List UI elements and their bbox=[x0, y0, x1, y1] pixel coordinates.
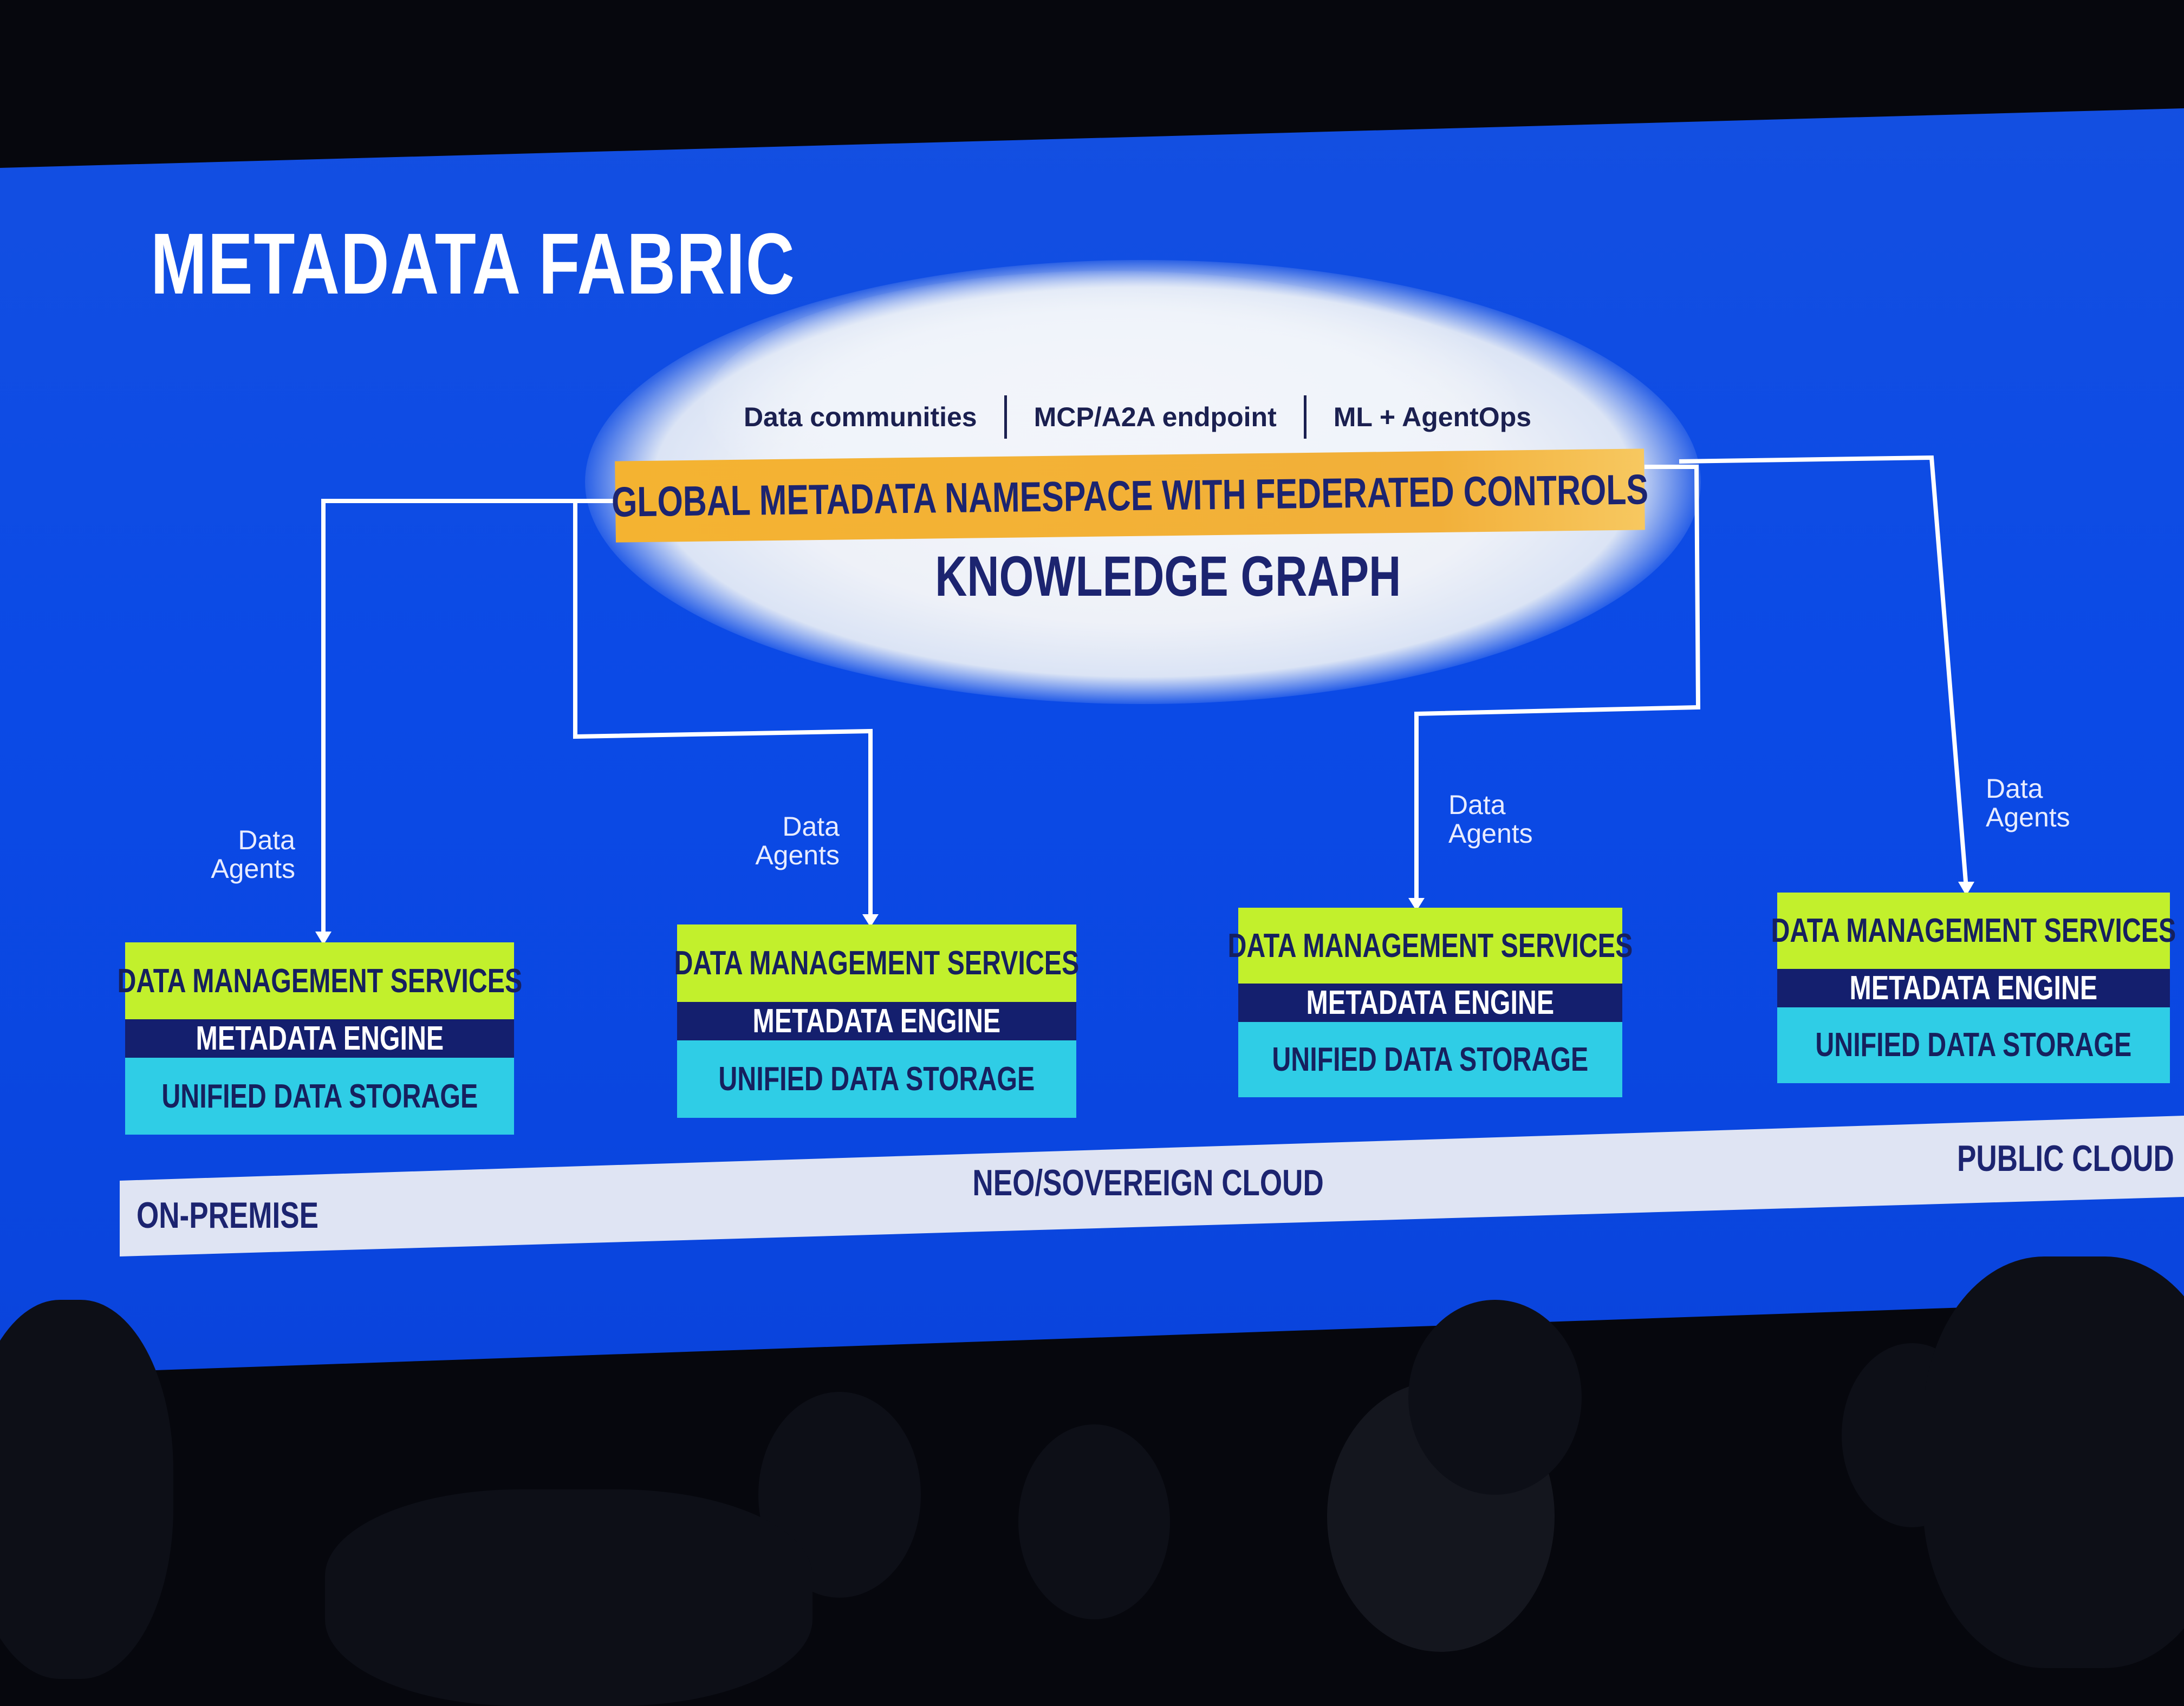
arrow-head-2 bbox=[862, 914, 879, 927]
connector-lines bbox=[315, 455, 1974, 945]
connector-public bbox=[1679, 455, 1968, 889]
unified-data-storage: UNIFIED DATA STORAGE bbox=[1777, 1007, 2170, 1083]
label-data-communities: Data communities bbox=[743, 402, 977, 432]
stack-sovereign-cloud: DATA MANAGEMENT SERVICES METADATA ENGINE… bbox=[1228, 908, 1633, 1097]
audience-silhouette bbox=[0, 1300, 173, 1679]
data-management-services: DATA MANAGEMENT SERVICES bbox=[674, 924, 1079, 1002]
data-management-services: DATA MANAGEMENT SERVICES bbox=[1228, 908, 1633, 984]
label-ml-agentops: ML + AgentOps bbox=[1333, 402, 1532, 432]
presentation-screen: METADATA FABRIC Data communities MCP/A2A… bbox=[0, 108, 2184, 1376]
label-public-cloud: PUBLIC CLOUD bbox=[1957, 1138, 2174, 1179]
audience-silhouette bbox=[1408, 1300, 1582, 1495]
global-namespace-bar: GLOBAL METADATA NAMESPACE WITH FEDERATED… bbox=[611, 448, 1649, 543]
capabilities-row: Data communities MCP/A2A endpoint ML + A… bbox=[715, 395, 1560, 439]
metadata-engine: METADATA ENGINE bbox=[125, 1019, 514, 1058]
stack-public-cloud: DATA MANAGEMENT SERVICES METADATA ENGINE… bbox=[1771, 893, 2176, 1083]
metadata-engine: METADATA ENGINE bbox=[1238, 984, 1622, 1022]
unified-data-storage: UNIFIED DATA STORAGE bbox=[1238, 1022, 1622, 1097]
data-management-services: DATA MANAGEMENT SERVICES bbox=[117, 942, 522, 1019]
connector-sovereign bbox=[1414, 465, 1701, 904]
arrow-head-3 bbox=[1408, 898, 1425, 911]
arrow-head-4 bbox=[1958, 882, 1974, 896]
label-on-premise: ON-PREMISE bbox=[136, 1195, 318, 1236]
stack-on-premise: DATA MANAGEMENT SERVICES METADATA ENGINE… bbox=[117, 942, 522, 1135]
connector-on-premise-2 bbox=[573, 501, 873, 921]
metadata-engine: METADATA ENGINE bbox=[1777, 968, 2170, 1007]
audience-silhouette bbox=[1923, 1256, 2184, 1668]
stack-on-premise-2: DATA MANAGEMENT SERVICES METADATA ENGINE… bbox=[674, 924, 1079, 1118]
audience-silhouette bbox=[1018, 1424, 1170, 1619]
audience-silhouette bbox=[325, 1489, 812, 1706]
divider bbox=[1303, 395, 1306, 439]
unified-data-storage: UNIFIED DATA STORAGE bbox=[677, 1040, 1076, 1118]
label-mcp-endpoint: MCP/A2A endpoint bbox=[1034, 402, 1277, 432]
metadata-engine: METADATA ENGINE bbox=[677, 1001, 1076, 1040]
slide-title: METADATA FABRIC bbox=[151, 215, 796, 312]
divider bbox=[1004, 395, 1007, 439]
connector-on-premise bbox=[321, 499, 618, 940]
unified-data-storage: UNIFIED DATA STORAGE bbox=[125, 1058, 514, 1135]
namespace-text: GLOBAL METADATA NAMESPACE WITH FEDERATED… bbox=[611, 465, 1649, 526]
data-management-services: DATA MANAGEMENT SERVICES bbox=[1771, 893, 2176, 969]
knowledge-graph-label: KNOWLEDGE GRAPH bbox=[935, 545, 1401, 608]
arrow-head-1 bbox=[315, 932, 332, 945]
label-sovereign-cloud: NEO/SOVEREIGN CLOUD bbox=[972, 1162, 1324, 1203]
